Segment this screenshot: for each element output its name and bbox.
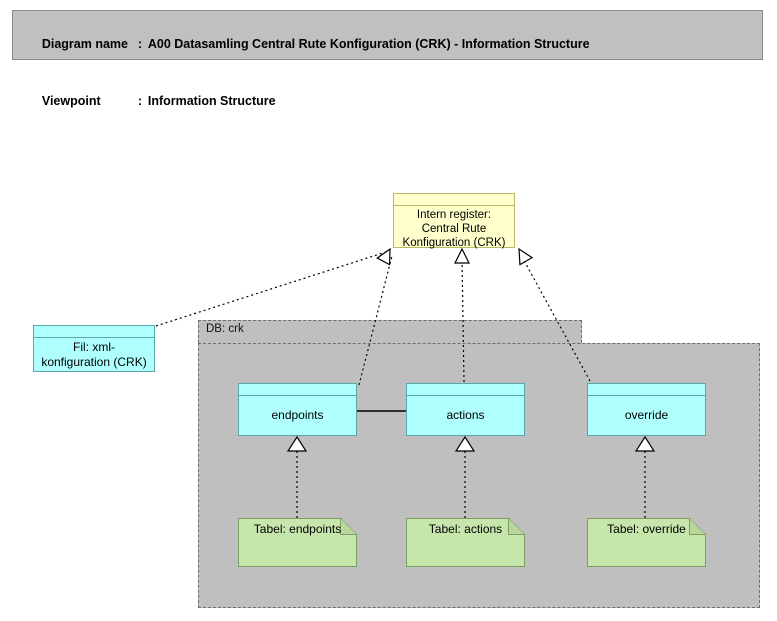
node-actions[interactable]: actions bbox=[406, 383, 525, 436]
artifact-tabel-actions[interactable]: Tabel: actions bbox=[406, 518, 525, 567]
viewpoint-label: Viewpoint bbox=[41, 94, 101, 108]
package-label: DB: crk bbox=[206, 323, 244, 335]
node-actions-label: actions bbox=[446, 408, 485, 422]
diagram-name-value: A00 Datasamling Central Rute Konfigurati… bbox=[147, 37, 590, 51]
arrowhead-register-left bbox=[376, 247, 391, 266]
artifact-tabel-override-label: Tabel: override bbox=[607, 522, 686, 536]
diagram-name-line: Diagram name: A00 Datasamling Central Rut… bbox=[21, 16, 762, 73]
artifact-tabel-override[interactable]: Tabel: override bbox=[587, 518, 706, 567]
viewpoint-value: Information Structure bbox=[147, 94, 276, 108]
node-fil-xml-konfiguration[interactable]: Fil: xml-konfiguration (CRK) bbox=[33, 325, 155, 372]
node-endpoints[interactable]: endpoints bbox=[238, 383, 357, 436]
artifact-shape bbox=[406, 518, 525, 567]
node-override-label: override bbox=[624, 408, 669, 422]
artifact-shape bbox=[238, 518, 357, 567]
node-stripe bbox=[407, 384, 524, 396]
viewpoint-line: Viewpoint: Information Structure bbox=[21, 73, 762, 130]
diagram-name-label: Diagram name bbox=[41, 37, 128, 51]
viewpoint-colon: : bbox=[137, 94, 143, 108]
node-stripe bbox=[34, 326, 154, 338]
artifact-tabel-endpoints-label: Tabel: endpoints bbox=[253, 522, 342, 536]
arrowhead-register-right bbox=[518, 247, 534, 266]
node-stripe bbox=[588, 384, 705, 396]
package-tab bbox=[198, 320, 582, 343]
node-stripe bbox=[239, 384, 356, 396]
diagram-name-colon: : bbox=[137, 37, 143, 51]
node-override[interactable]: override bbox=[587, 383, 706, 436]
artifact-tabel-endpoints[interactable]: Tabel: endpoints bbox=[238, 518, 357, 567]
link-file-to-register bbox=[155, 250, 390, 327]
node-endpoints-label: endpoints bbox=[271, 408, 324, 422]
arrowhead-register-center bbox=[454, 247, 470, 264]
node-fil-xml-konfiguration-label: Fil: xml-konfiguration (CRK) bbox=[41, 339, 147, 369]
node-stripe bbox=[394, 194, 514, 206]
diagram-header: Diagram name: A00 Datasamling Central Rut… bbox=[12, 10, 763, 108]
artifact-shape bbox=[587, 518, 706, 567]
artifact-tabel-actions-label: Tabel: actions bbox=[428, 522, 503, 536]
